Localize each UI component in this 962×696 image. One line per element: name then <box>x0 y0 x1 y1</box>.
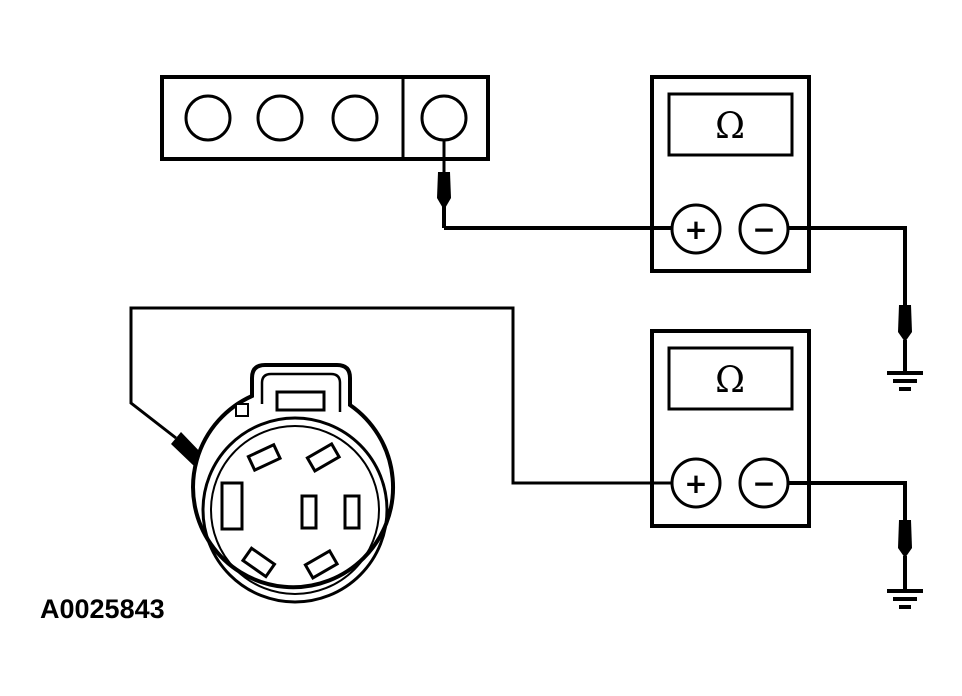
round-connector-terminal-d <box>246 442 283 473</box>
round-connector-latch <box>275 390 326 412</box>
ohmmeter-bottom-display <box>667 346 794 411</box>
ohmmeter-top-display <box>667 92 794 157</box>
ohmmeter-bottom-negative-sign: − <box>752 467 775 500</box>
round-connector-face-outer <box>201 416 389 604</box>
top-connector-housing <box>160 75 490 161</box>
top-connector-pin-1 <box>184 94 232 142</box>
ohmmeter-top-positive-sign: + <box>684 213 707 246</box>
ground-symbol-bottom <box>887 589 923 609</box>
bottom-ground-clip <box>898 520 912 558</box>
round-connector-terminal-g <box>303 548 340 580</box>
ohmmeter-top-negative-sign: − <box>752 213 775 246</box>
ground-symbol-top <box>887 371 923 391</box>
bottom-negative-lead <box>788 481 907 520</box>
round-connector-terminal-b <box>300 494 318 530</box>
round-connector-terminal-c <box>343 494 361 530</box>
round-connector-key <box>235 403 249 417</box>
top-connector-pin-3 <box>331 94 379 142</box>
round-connector-tab <box>260 372 342 412</box>
top-probe-tip <box>437 172 451 210</box>
ohmmeter-bottom: Ω + − <box>650 329 811 528</box>
ohmmeter-bottom-display-symbol: Ω <box>715 360 745 401</box>
bottom-positive-lead <box>129 306 672 485</box>
round-connector-face-inner <box>210 425 380 595</box>
round-connector-terminal-e <box>305 441 342 473</box>
round-connector <box>191 363 396 604</box>
top-connector <box>160 75 490 161</box>
figure-id: A0025843 <box>40 594 165 624</box>
ohmmeter-bottom-positive-sign: + <box>684 467 707 500</box>
round-connector-terminal-a <box>220 481 244 531</box>
ohmmeter-top-display-symbol: Ω <box>715 106 745 147</box>
top-connector-pin-2 <box>256 94 304 142</box>
top-negative-lead <box>788 226 907 305</box>
round-connector-terminal-f <box>240 546 277 579</box>
top-probe <box>437 140 451 228</box>
top-ground-clip <box>898 305 912 342</box>
ohmmeter-top: Ω + − <box>650 75 811 273</box>
